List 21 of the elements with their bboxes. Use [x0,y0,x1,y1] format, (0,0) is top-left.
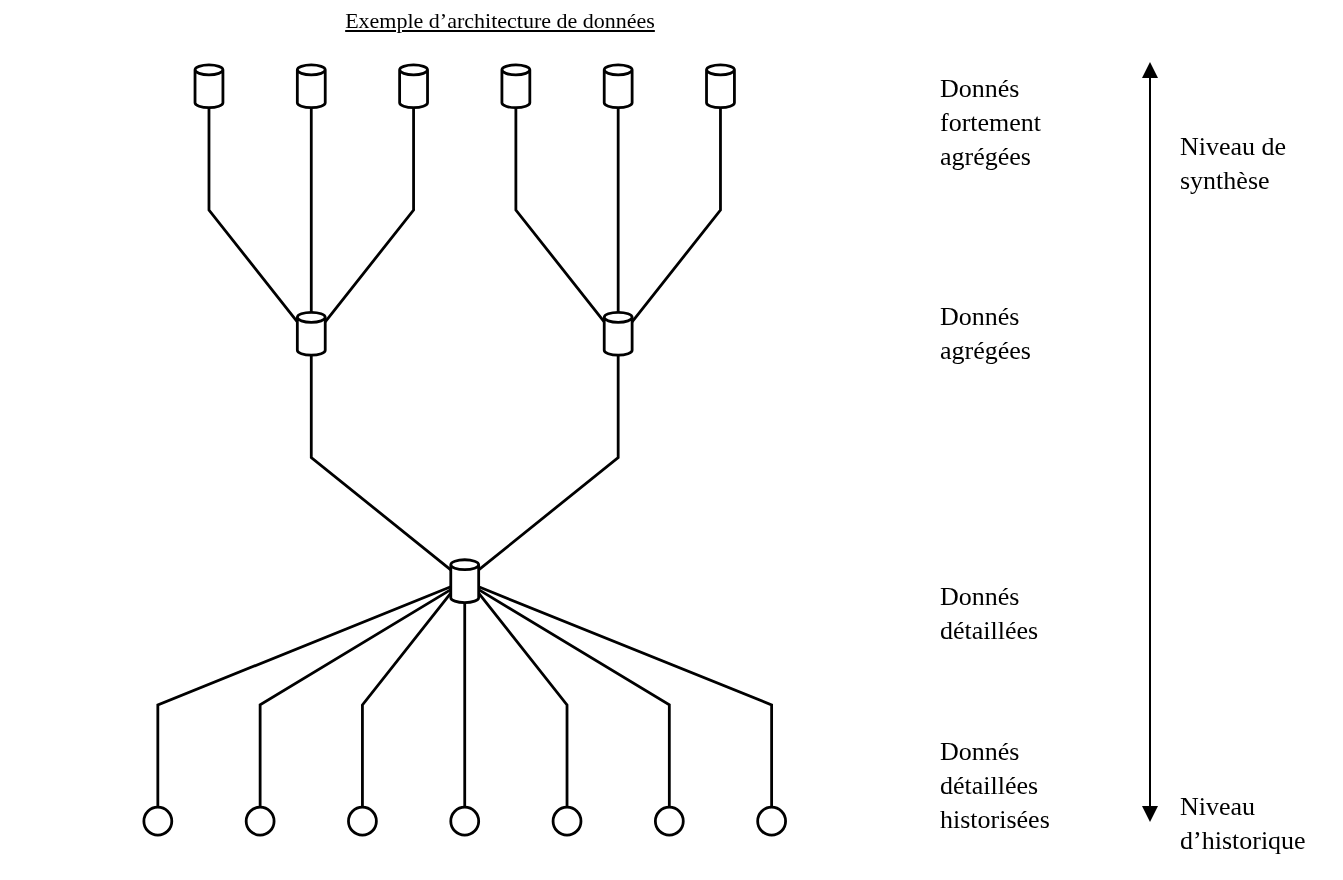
connector [514,107,606,323]
connector [478,355,620,572]
diagram-title: Exemple d’architecture de données [344,8,656,34]
connector [631,107,723,323]
level-label: Niveau d’historique [1180,791,1307,857]
level-label: Donnés fortement agrégées [940,73,1043,173]
connector [478,585,774,808]
connector [617,107,620,313]
level-label: Donnés détaillées historisées [940,736,1051,836]
connector [478,588,671,808]
connector [477,592,569,808]
connector [207,107,299,323]
connector [156,585,452,808]
level-label: Donnés agrégées [940,301,1032,367]
connector [463,602,467,808]
level-label: Niveau de synthèse [1180,131,1288,197]
level-label: Donnés détaillées [940,581,1040,647]
connector [324,107,416,323]
connector [310,355,452,572]
connector [310,107,313,313]
connector [259,588,452,808]
